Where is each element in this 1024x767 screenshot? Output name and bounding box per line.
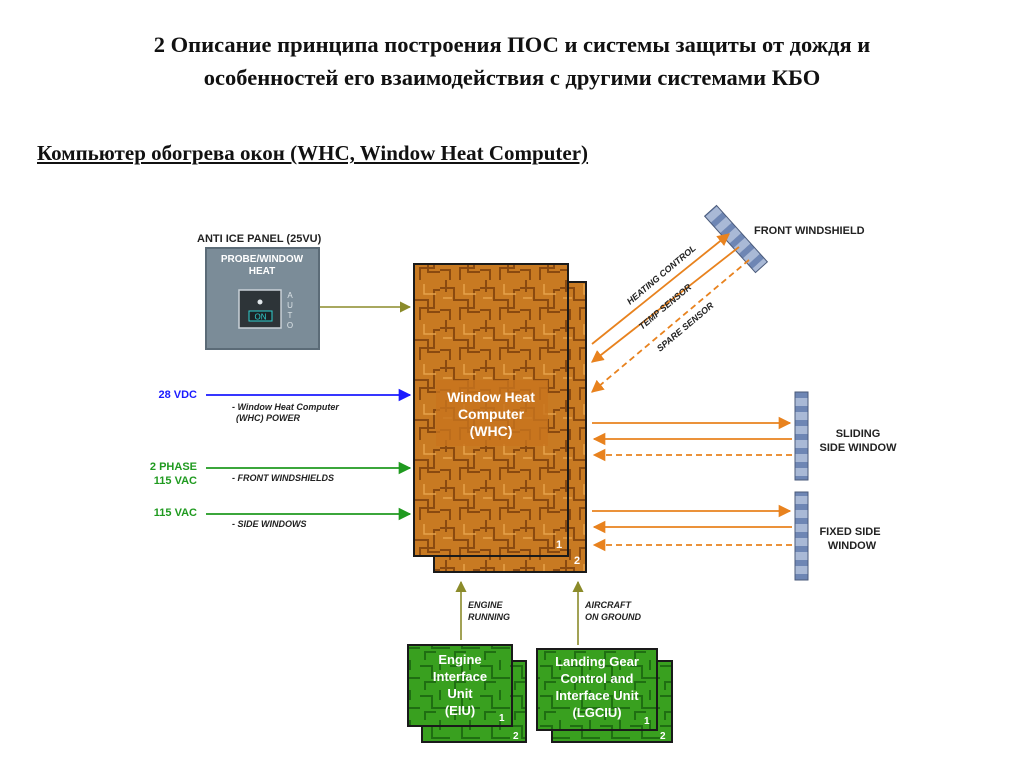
whc-unit: Window Heat Computer (WHC) 1 2	[413, 263, 587, 573]
sliding-window-label-2: SIDE WINDOW	[820, 442, 898, 454]
eiu-unit: Engine Interface Unit (EIU) 1 2	[407, 644, 527, 743]
eiu-line-2: Interface	[433, 669, 487, 684]
page-title: 2 Описание принципа построения ПОС и сис…	[0, 28, 1024, 94]
auto-letter-u: U	[287, 301, 293, 310]
input-28vdc-desc-2: (WHC) POWER	[236, 413, 300, 423]
lgciu-line-1: Landing Gear	[555, 654, 639, 669]
anti-ice-panel-title: ANTI ICE PANEL (25VU)	[197, 233, 322, 245]
signal-aircraft-on-ground-2: ON GROUND	[585, 612, 642, 622]
page-title-line-1: 2 Описание принципа построения ПОС и сис…	[153, 32, 871, 57]
whc-line-2: Computer	[458, 406, 525, 422]
input-115vac-label: 115 VAC	[154, 507, 197, 519]
whc-label-backdrop	[436, 380, 548, 446]
lgciu-line-2: Control and	[561, 671, 634, 686]
signal-engine-running-1: ENGINE	[468, 600, 504, 610]
sliding-window-label-1: SLIDING	[836, 428, 881, 440]
input-28vdc-label: 28 VDC	[158, 389, 197, 401]
eiu-line-1: Engine	[438, 652, 481, 667]
auto-letter-o: O	[287, 321, 293, 330]
fixed-window-glass	[794, 491, 809, 581]
heating-control-arrow	[591, 233, 730, 345]
eiu-unit-1-number: 1	[499, 713, 505, 724]
input-2phase-desc: - FRONT WINDSHIELDS	[232, 473, 334, 483]
eiu-line-3: Unit	[447, 686, 473, 701]
whc-unit-1-number: 1	[556, 539, 562, 551]
probe-window-heat-switch[interactable]: ON	[238, 289, 282, 329]
whc-line-1: Window Heat	[447, 389, 535, 405]
sliding-window-glass	[794, 391, 809, 481]
whc-unit-2-number: 2	[574, 555, 580, 567]
input-28vdc-desc-1: - Window Heat Computer	[232, 402, 339, 412]
panel-button-label-2: HEAT	[249, 266, 275, 277]
anti-ice-panel: PROBE/WINDOW HEAT ON A U T O	[205, 247, 320, 350]
input-2phase-label-1: 2 PHASE	[150, 461, 197, 473]
input-2phase-label-2: 115 VAC	[154, 475, 197, 487]
temp-sensor-arrow	[591, 246, 740, 363]
signal-engine-running-2: RUNNING	[468, 612, 510, 622]
panel-button-label-1: PROBE/WINDOW	[221, 254, 304, 265]
switch-indicator-dot	[257, 299, 263, 305]
signal-heating-control: HEATING CONTROL	[625, 243, 698, 306]
lgciu-unit-2-number: 2	[660, 731, 666, 742]
input-115vac-desc: - SIDE WINDOWS	[232, 519, 307, 529]
fixed-window-label-1: FIXED SIDE	[819, 526, 880, 538]
front-windshield-label: FRONT WINDSHIELD	[754, 225, 865, 237]
auto-letter-t: T	[288, 311, 293, 320]
whc-line-3: (WHC)	[470, 423, 513, 439]
lgciu-unit: Landing Gear Control and Interface Unit …	[536, 648, 673, 743]
page-title-line-2: особенностей его взаимодействия с другим…	[203, 65, 821, 90]
eiu-line-4: (EIU)	[445, 703, 475, 718]
spare-sensor-arrow	[591, 259, 750, 393]
section-heading: Компьютер обогрева окон (WHC, Window Hea…	[37, 141, 589, 165]
signal-aircraft-on-ground-1: AIRCRAFT	[584, 600, 632, 610]
lgciu-unit-1-number: 1	[644, 716, 650, 727]
fixed-window-label-2: WINDOW	[828, 540, 877, 552]
switch-state-label: ON	[255, 313, 267, 322]
eiu-unit-2-number: 2	[513, 731, 519, 742]
lgciu-line-3: Interface Unit	[555, 688, 639, 703]
lgciu-line-4: (LGCIU)	[572, 705, 621, 720]
auto-letter-a: A	[287, 291, 293, 300]
front-windshield-glass	[703, 204, 769, 274]
